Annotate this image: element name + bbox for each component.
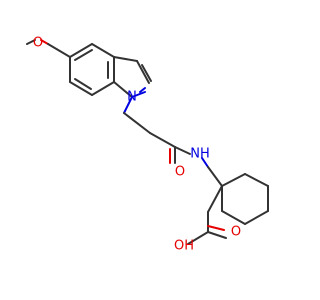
- bond-methyl-o: [26, 39, 36, 45]
- bond-benz-5: [69, 81, 93, 96]
- bond-cyclo-2: [244, 173, 269, 187]
- bond-ch2-quat: [207, 166, 223, 187]
- bond-cooh-oh: [187, 231, 209, 245]
- acid-carbonyl-oxygen-label: O: [231, 225, 241, 240]
- bond-cyclo-4: [244, 210, 269, 225]
- amide-nh-label: NH: [190, 147, 210, 162]
- bond-ch2-co: [149, 132, 176, 148]
- carbonyl-oxygen-label: O: [175, 165, 185, 180]
- bond-co-nh: [174, 146, 191, 155]
- bond-benz-2: [91, 43, 115, 58]
- bond-o-aryl-c: [47, 43, 71, 58]
- bond-pyrrole-2: [136, 60, 150, 84]
- bond-pyrrole-double: [141, 64, 152, 82]
- bond-n-c: [131, 91, 146, 98]
- indole-nitrogen-label: N: [127, 90, 137, 105]
- bond-cooh-o: [207, 231, 227, 239]
- bond-quat-ch2: [207, 185, 223, 213]
- bond-nh-ch2: [201, 157, 209, 168]
- acid-hydroxyl-label: OH: [174, 239, 194, 254]
- bond-n-ch2: [123, 96, 133, 114]
- bond-ch2-ch2: [123, 112, 151, 134]
- bond-benz-1: [69, 43, 93, 58]
- bond-benz-double-3: [74, 78, 92, 90]
- bond-pyrrole-1: [113, 56, 138, 62]
- bond-benz-double-1: [74, 49, 93, 61]
- bond-n-c-b: [113, 81, 133, 98]
- bond-cooh-double: [207, 225, 225, 231]
- bond-cyclo-1: [221, 173, 246, 187]
- methoxy-oxygen-label: O: [33, 36, 43, 51]
- bond-o-aryl: [40, 39, 49, 45]
- bond-n-c-upper: [139, 87, 146, 93]
- bond-cyclo-5: [221, 210, 246, 225]
- bond-benz-4: [91, 81, 115, 96]
- molecule-structure: O N O NH O OH: [26, 36, 269, 254]
